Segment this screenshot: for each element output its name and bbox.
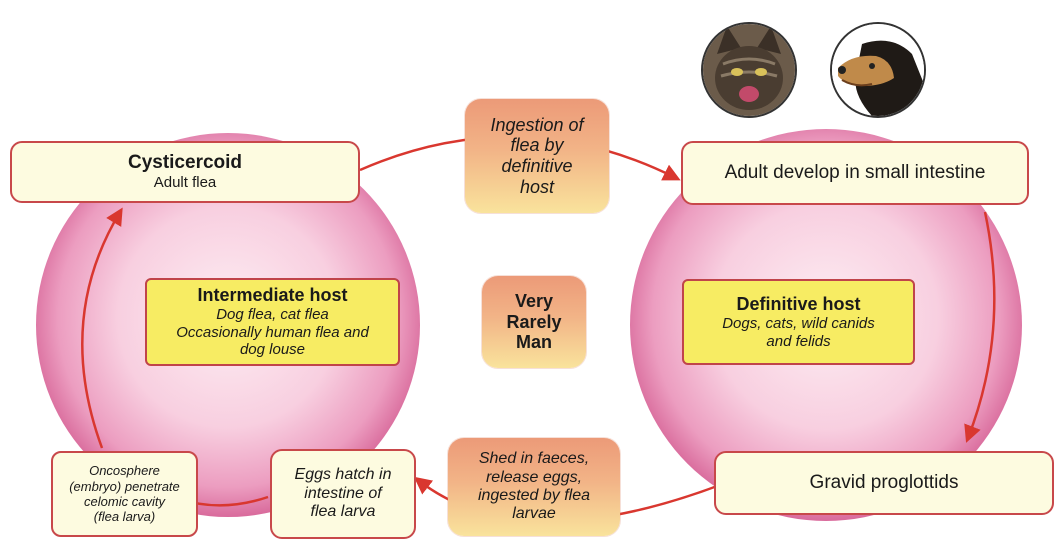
ingestion-line1: Ingestion of [490, 114, 584, 135]
cysticercoid-box: Cysticercoid Adult flea [10, 141, 360, 203]
man-box: Very Rarely Man [482, 276, 586, 368]
intermediate-host-line2: Occasionally human flea and [176, 323, 369, 341]
intermediate-host-line1: Dog flea, cat flea [216, 306, 329, 324]
dog-photo [830, 22, 926, 118]
intermediate-host-line3: dog louse [239, 341, 306, 359]
shed-line3: ingested by flea [477, 487, 591, 504]
ingestion-line2: flea by [510, 135, 564, 156]
arrow-adult-to-gravid [964, 211, 996, 443]
intermediate-host-title: Intermediate host [197, 284, 348, 305]
definitive-host-title: Definitive host [736, 293, 861, 314]
adult-develop-label: Adult develop in small intestine [724, 161, 986, 183]
man-line3: Man [516, 332, 552, 353]
eggs-hatch-line2: intestine of [304, 484, 382, 502]
adult-develop-box: Adult develop in small intestine [681, 141, 1029, 205]
oncosphere-line2: (embryo) penetrate [69, 478, 180, 494]
shed-line4: larvae [512, 505, 556, 523]
shed-line2: release eggs, [485, 468, 583, 486]
gravid-label: Gravid proglottids [809, 471, 959, 493]
definitive-host-line1: Dogs, cats, wild canids [722, 314, 875, 332]
man-line1: Very [514, 290, 554, 311]
eggs-hatch-line3: flea larva [310, 503, 376, 521]
shed-line1: Shed in faeces, [478, 450, 590, 468]
gravid-box: Gravid proglottids [714, 451, 1054, 515]
ingestion-line3: definitive [501, 156, 573, 176]
intermediate-host-box: Intermediate host Dog flea, cat flea Occ… [145, 278, 400, 366]
definitive-host-line2: and felids [766, 332, 831, 350]
cysticercoid-subtitle: Adult flea [153, 174, 217, 192]
oncosphere-line1: Oncosphere [89, 463, 160, 479]
oncosphere-line3: celomic cavity [84, 494, 165, 509]
eggs-hatch-line1: Eggs hatch in [294, 465, 392, 483]
definitive-host-box: Definitive host Dogs, cats, wild canids … [682, 279, 915, 365]
man-line2: Rarely [506, 311, 562, 332]
cysticercoid-title: Cysticercoid [127, 151, 243, 173]
arrow-oncosphere-to-cysticercoid [81, 207, 123, 449]
eggs-hatch-box: Eggs hatch in intestine of flea larva [270, 449, 416, 539]
oncosphere-line4: (flea larva) [93, 509, 156, 525]
ingestion-line4: host [519, 176, 555, 197]
cat-photo [701, 22, 797, 118]
oncosphere-box: Oncosphere (embryo) penetrate celomic ca… [51, 451, 198, 537]
ingestion-box: Ingestion of flea by definitive host [465, 99, 609, 213]
shed-box: Shed in faeces, release eggs, ingested b… [448, 438, 620, 536]
